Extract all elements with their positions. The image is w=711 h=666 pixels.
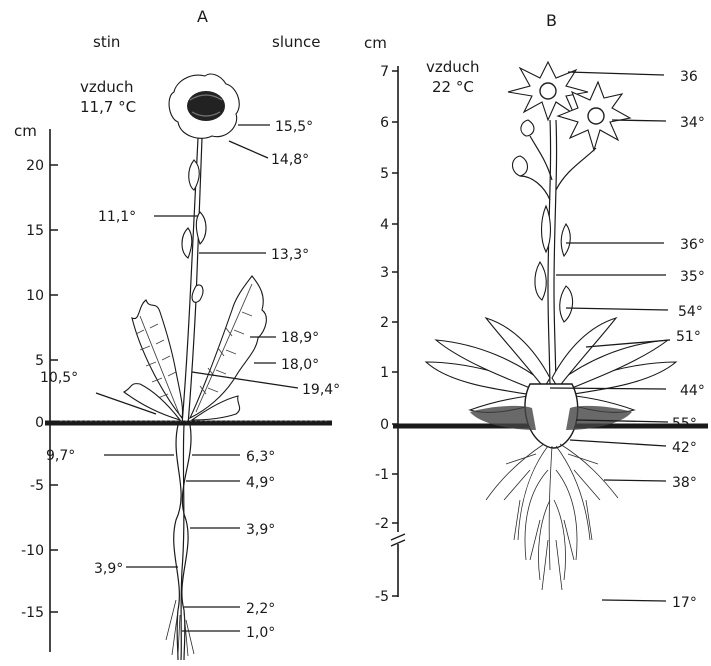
- unit-label-a: cm: [14, 122, 37, 140]
- temp-label-a: 2,2°: [246, 601, 275, 617]
- tick-label-b: 1: [380, 365, 389, 381]
- unit-label-b: cm: [364, 34, 387, 52]
- temp-label-a: 3,9°: [94, 561, 123, 577]
- tick-label-b: 6: [380, 115, 389, 131]
- flower-a: [169, 74, 239, 138]
- ticks-a: 20 15 10 5 0 -5 -10 -15: [21, 158, 58, 621]
- roots-a: [166, 425, 194, 660]
- panel-b-title: B: [546, 11, 557, 30]
- tick-label-b: 0: [380, 417, 389, 433]
- temp-label-a: 1,0°: [246, 625, 275, 641]
- tick-label-a: -10: [21, 543, 44, 559]
- tick-label-a: 0: [35, 415, 44, 431]
- tick-label-a: 20: [26, 158, 44, 174]
- temp-label-b: 55°: [672, 416, 697, 432]
- tick-label-a: 5: [35, 353, 44, 369]
- stem-leaf-b: [561, 224, 570, 256]
- temp-label-a: 13,3°: [271, 247, 309, 263]
- temp-labels-b: 36 34° 36° 35° 54° 51° 44° 55° 42° 38° 1…: [672, 69, 705, 611]
- air-temp-a: 11,7 °C: [80, 98, 136, 116]
- panel-a-title: A: [197, 7, 208, 26]
- stem-leaf-b: [535, 262, 546, 300]
- stem-leaf-a: [192, 285, 203, 302]
- stem-leaf-a: [182, 228, 192, 258]
- tick-label-a: -5: [30, 478, 44, 494]
- temp-label-a: 11,1°: [98, 209, 136, 225]
- tick-label-b: 7: [380, 64, 389, 80]
- stem-leaf-a: [189, 160, 200, 190]
- tick-label-b: -5: [375, 589, 389, 605]
- temp-label-b: 36°: [680, 237, 705, 253]
- temp-label-a: 9,7°: [46, 448, 75, 464]
- temp-label-b: 44°: [680, 383, 705, 399]
- temp-labels-a: 15,5° 14,8° 11,1° 13,3° 18,9° 18,0° 19,4…: [40, 119, 340, 641]
- plant-a-illustration: [124, 74, 266, 660]
- tick-label-b: 2: [380, 315, 389, 331]
- tick-label-b: 3: [380, 265, 389, 281]
- temp-label-b: 17°: [672, 595, 697, 611]
- temp-label-a: 19,4°: [302, 382, 340, 398]
- temp-label-a: 10,5°: [40, 370, 78, 386]
- temp-label-b: 51°: [676, 329, 701, 345]
- temp-label-b: 36: [680, 69, 698, 85]
- temp-label-a: 14,8°: [271, 152, 309, 168]
- tick-label-b: -1: [375, 467, 389, 483]
- temp-label-a: 6,3°: [246, 449, 275, 465]
- panel-a: A stin slunce vzduch 11,7 °C cm 20 15 10…: [14, 7, 340, 660]
- leaders-b: [550, 72, 670, 601]
- temp-label-b: 34°: [680, 115, 705, 131]
- tick-label-b: 4: [380, 217, 389, 233]
- stem-leaf-b: [560, 286, 573, 322]
- air-temp-b: 22 °C: [432, 78, 474, 96]
- plant-b-illustration: [426, 62, 676, 590]
- air-label-b: vzduch: [426, 58, 480, 76]
- shade-label: stin: [93, 33, 120, 51]
- panel-b: B cm vzduch 22 °C 7 6 5 4 3 2 1 0 -1 -2 …: [364, 11, 708, 611]
- temp-label-a: 18,9°: [281, 330, 319, 346]
- temp-label-a: 18,0°: [281, 357, 319, 373]
- tick-label-a: 10: [26, 288, 44, 304]
- tick-label-b: -2: [375, 516, 389, 532]
- temp-label-b: 35°: [680, 269, 705, 285]
- temp-label-a: 15,5°: [275, 119, 313, 135]
- temp-label-b: 38°: [672, 475, 697, 491]
- temp-label-b: 42°: [672, 440, 697, 456]
- tick-marks-b: [392, 71, 398, 596]
- temp-label-a: 3,9°: [246, 522, 275, 538]
- temp-label-b: 54°: [678, 304, 703, 320]
- ticks-b: 7 6 5 4 3 2 1 0 -1 -2 -5: [375, 64, 398, 605]
- sun-label: slunce: [272, 33, 320, 51]
- tick-marks-a: [50, 165, 58, 612]
- leaders-a: [96, 125, 298, 631]
- roots-b: [486, 444, 618, 590]
- tick-label-a: 15: [26, 223, 44, 239]
- temp-label-a: 4,9°: [246, 475, 275, 491]
- tick-label-a: -15: [21, 605, 44, 621]
- tick-label-b: 5: [380, 166, 389, 182]
- leaf-left-a: [124, 300, 183, 420]
- air-label-a: vzduch: [80, 78, 134, 96]
